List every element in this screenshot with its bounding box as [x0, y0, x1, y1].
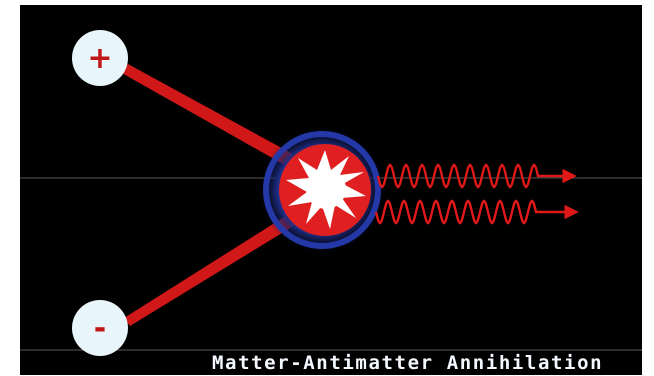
electron: -	[72, 300, 128, 356]
photon-wave-lower	[374, 199, 579, 225]
photon-wave-upper	[376, 163, 577, 189]
positron-symbol: +	[87, 41, 112, 76]
electron-symbol: -	[94, 311, 106, 346]
electron-track	[124, 212, 300, 326]
flash-core	[306, 169, 346, 209]
positron-track	[120, 64, 300, 168]
diagram-caption: Matter-Antimatter Annihilation	[212, 352, 604, 374]
halo-ring	[263, 131, 381, 249]
positron: +	[72, 30, 128, 86]
positive-charge-icon	[72, 30, 128, 86]
negative-charge-icon	[72, 300, 128, 356]
